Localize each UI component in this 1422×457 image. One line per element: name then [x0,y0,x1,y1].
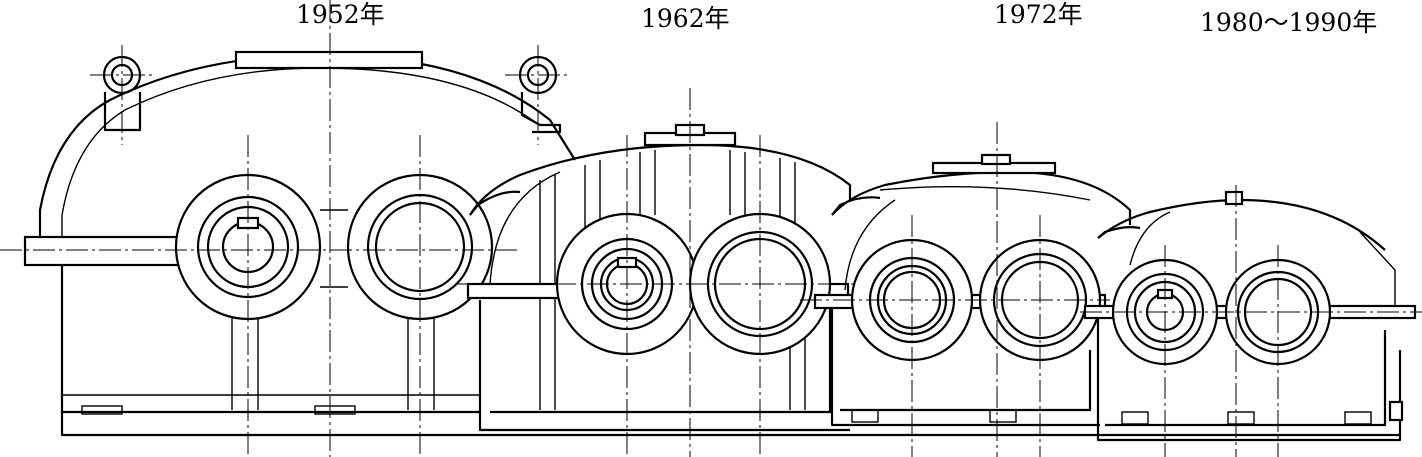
reducer-1952 [0,0,576,457]
year-label-1972: 1972年 [994,0,1083,29]
housing-cover-1962 [469,143,852,216]
base-line [60,412,1400,437]
year-label-1980-1990: 1980～1990年 [1200,8,1378,37]
vent-plug-1980 [1224,190,1244,206]
reducer-1962 [455,88,860,457]
year-label-1962: 1962年 [641,4,730,33]
reducer-1972 [800,122,1132,457]
reducer-1980-1990 [1080,185,1422,457]
inspection-cover-1952 [234,50,424,70]
housing-cover-1980 [1097,198,1386,251]
year-label-1952: 1952年 [296,0,385,29]
